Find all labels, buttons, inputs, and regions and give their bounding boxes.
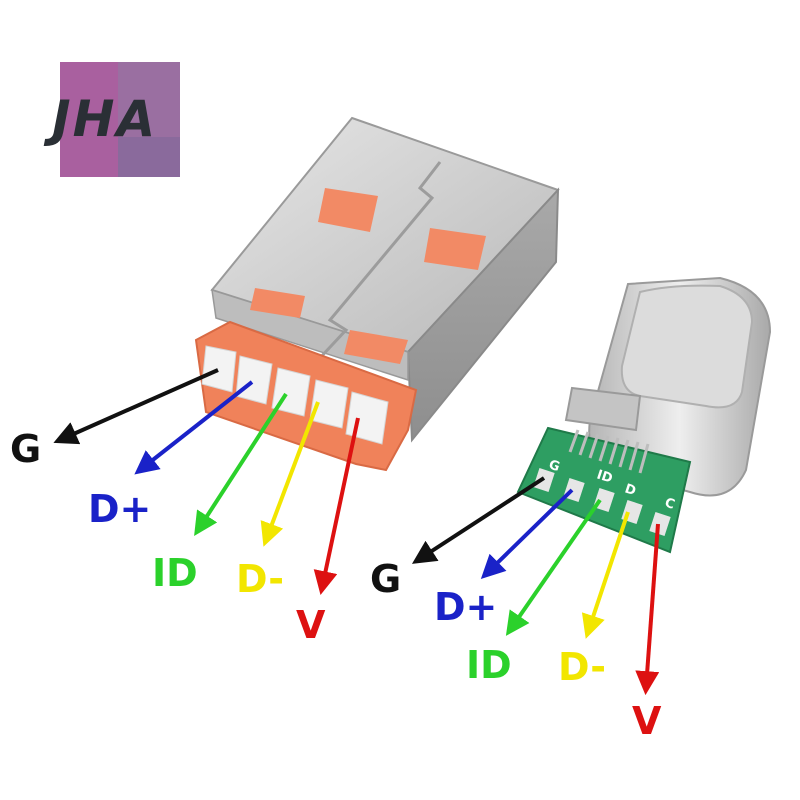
usb-a-shell-front	[211, 288, 409, 382]
brand-logo: JHA	[52, 62, 180, 177]
usb-c-label-g: G	[370, 557, 402, 601]
pcb-silk-g: G	[547, 458, 562, 476]
usb-c-pad	[593, 488, 615, 512]
pcb-silk-id: ID	[595, 468, 615, 487]
usb-a-dplus-arrow	[134, 380, 254, 475]
usb-c-label-id: ID	[466, 643, 512, 687]
pcb-silk-c: C	[663, 496, 677, 513]
usb-a-id-arrow	[194, 392, 288, 537]
usb-c-arrows	[411, 476, 660, 696]
usb-c-pcb-pins	[568, 429, 650, 474]
usb-c-pad	[649, 512, 671, 536]
usb-a-label-v: V	[296, 603, 326, 647]
usb-a-label-dplus: D+	[88, 487, 152, 531]
usb-c-label-dminus: D-	[558, 645, 607, 689]
usb-a-label-dminus: D-	[236, 557, 285, 601]
usb-c-ground-arrow	[411, 476, 546, 564]
brand-logo-text: JHA	[52, 90, 158, 148]
usb-a-window	[424, 228, 486, 270]
usb-a-label-g: G	[10, 427, 42, 471]
usb-c-label-v: V	[632, 699, 662, 743]
usb-a-shell-side	[406, 187, 560, 443]
usb-a-vbus-arrow	[313, 417, 360, 596]
usb-a-window	[318, 188, 378, 232]
usb-c-connector: G ID D C	[516, 276, 772, 554]
pcb-silk-d: D	[623, 482, 638, 500]
usb-a-ground-arrow	[53, 368, 219, 445]
usb-c-opening	[620, 284, 754, 409]
usb-c-dminus-arrow	[581, 511, 630, 639]
usb-c-id-arrow	[505, 498, 602, 636]
usb-c-dplus-arrow	[480, 488, 574, 580]
usb-c-collar	[564, 386, 642, 432]
usb-a-connector	[194, 116, 560, 472]
usb-a-seam	[316, 161, 442, 362]
usb-a-label-id: ID	[152, 551, 198, 595]
usb-a-window	[344, 330, 408, 364]
usb-c-vbus-arrow	[635, 523, 660, 696]
usb-a-pin	[309, 379, 349, 429]
usb-a-pin	[235, 355, 273, 405]
usb-a-arrows	[53, 368, 360, 596]
usb-a-window	[250, 288, 305, 318]
usb-a-pin	[201, 345, 237, 393]
usb-c-label-dplus: D+	[434, 585, 498, 629]
usb-a-dminus-arrow	[260, 401, 320, 547]
